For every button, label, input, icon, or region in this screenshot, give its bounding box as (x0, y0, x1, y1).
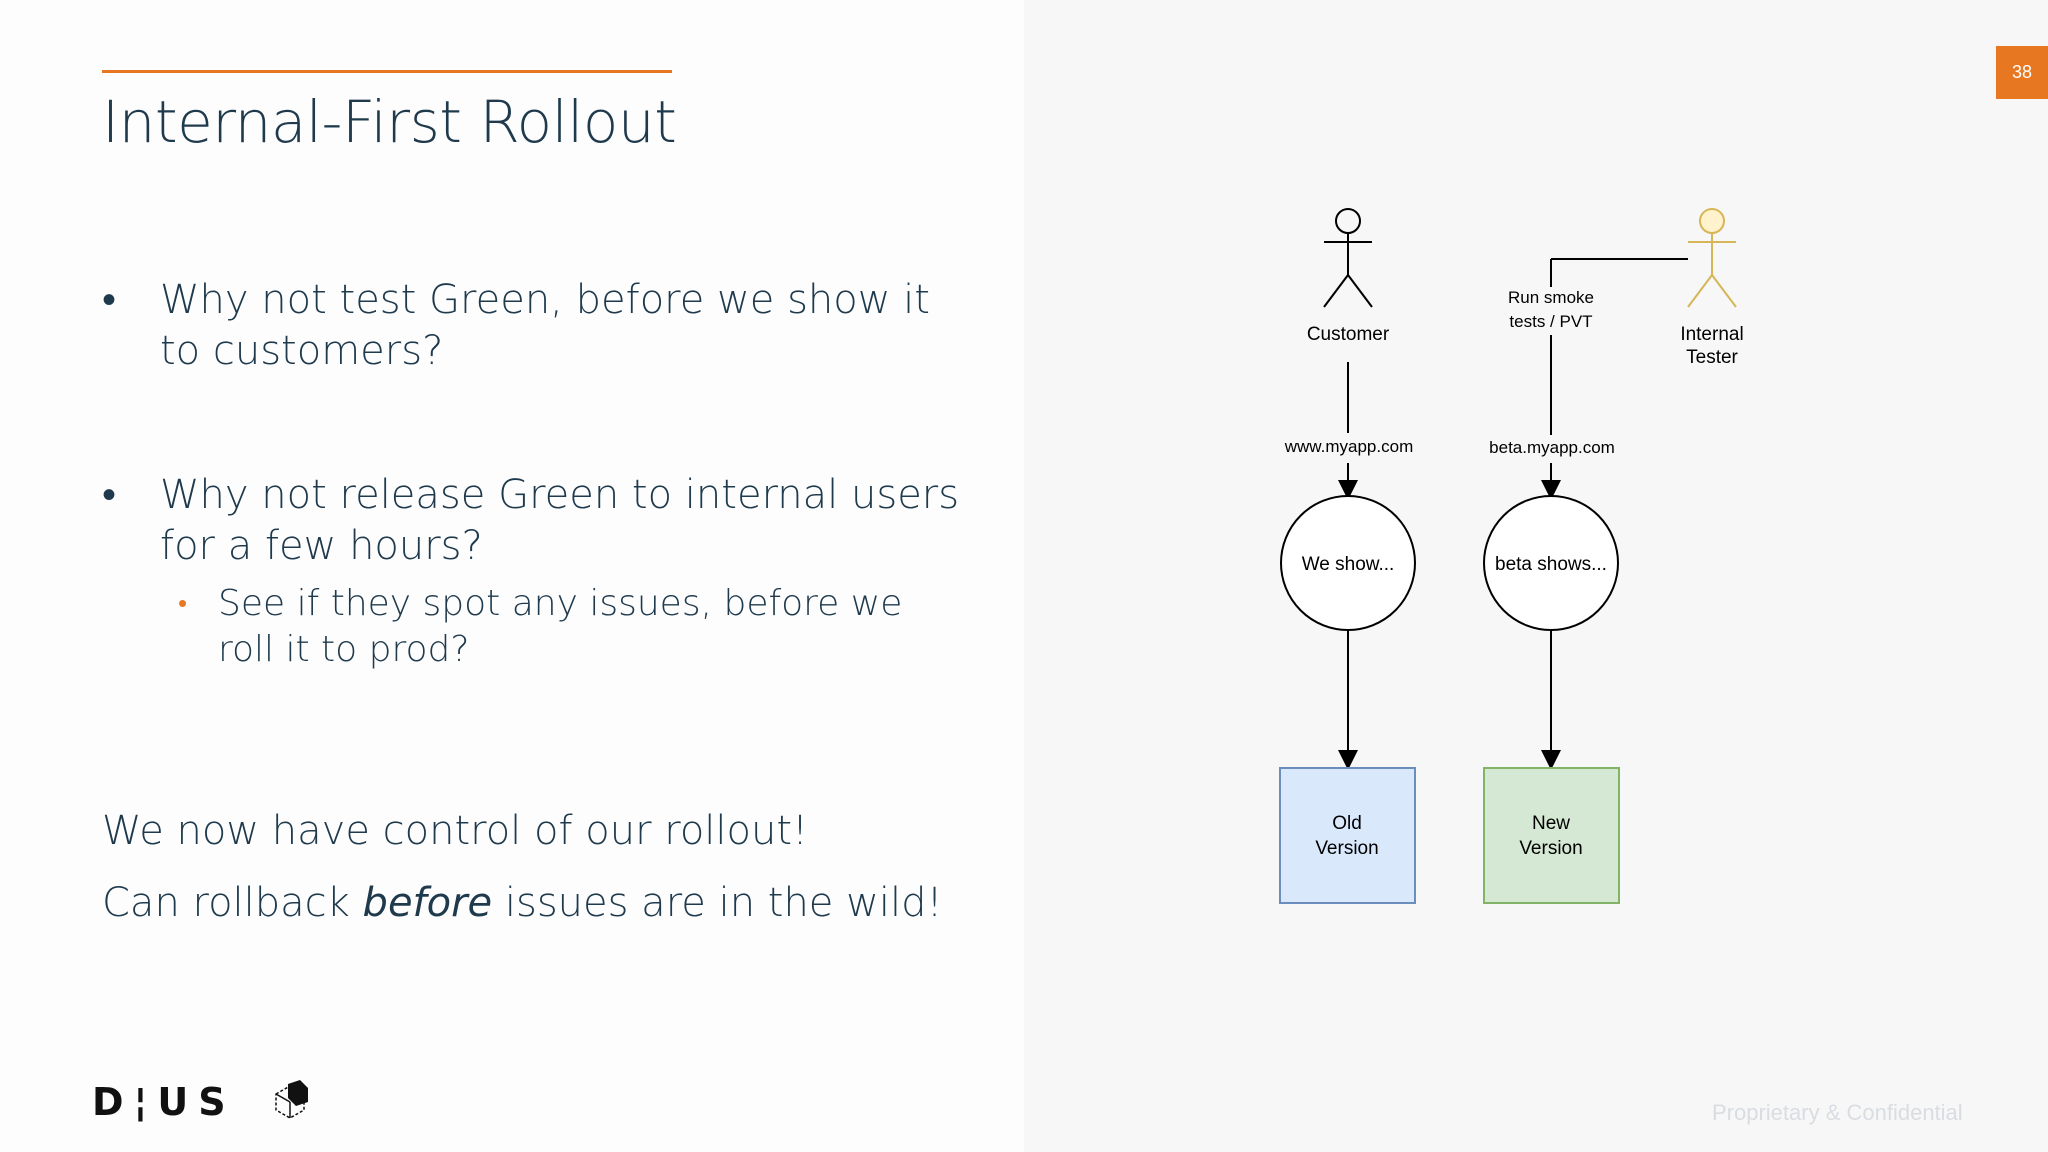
bullet-text: Why not test Green, before we show it to… (160, 275, 960, 377)
old-version-box (1279, 767, 1416, 904)
bullet-marker: • (102, 277, 117, 323)
logo-cube-icon (275, 1080, 308, 1119)
sub-bullet-line: roll it to prod? (218, 629, 470, 670)
bullet-line: Why not test Green, before we show it (160, 277, 930, 323)
customer-actor-icon (1323, 208, 1373, 308)
sub-bullet-marker: • (178, 589, 188, 619)
old-label-line2: Version (1315, 838, 1378, 859)
customer-label: Customer (1307, 324, 1390, 345)
beta-label: beta.myapp.com (1489, 438, 1615, 457)
internal-tester-actor-icon (1687, 208, 1737, 308)
logo-text: D¦US (92, 1080, 236, 1124)
statement-rollback: Can rollback before issues are in the wi… (102, 880, 943, 926)
sub-bullet-line: See if they spot any issues, before we (218, 583, 903, 624)
tester-label-line1: Internal (1680, 324, 1743, 345)
smoke-label-line2: tests / PVT (1509, 312, 1592, 331)
tester-label-line2: Tester (1686, 347, 1738, 368)
new-label-line1: New (1532, 813, 1570, 834)
slide-title: Internal-First Rollout (102, 88, 677, 156)
title-rule (102, 70, 672, 73)
smoke-label-line1: Run smoke (1508, 288, 1594, 307)
old-label-line1: Old (1332, 813, 1362, 834)
www-label: www.myapp.com (1284, 437, 1413, 456)
bullet-line: to customers? (160, 328, 444, 374)
statement-control: We now have control of our rollout! (102, 808, 809, 854)
sub-bullet-text: See if they spot any issues, before we r… (218, 581, 918, 673)
bullet-marker: • (102, 472, 117, 518)
content-panel (0, 0, 1024, 1152)
new-label-line2: Version (1519, 838, 1582, 859)
rollout-diagram: Customer Internal Tester Run smoke tests… (1279, 208, 1744, 904)
new-version-box (1483, 767, 1620, 904)
dius-logo: D¦US (92, 1080, 308, 1124)
footer-confidential: Proprietary & Confidential (1712, 1100, 1963, 1125)
bullet-line: Why not release Green to internal users (160, 472, 960, 518)
we-show-label: We show... (1302, 554, 1395, 575)
bullet-text: Why not release Green to internal users … (160, 470, 960, 572)
page-number-badge: 38 (1996, 46, 2048, 99)
smoke-test-connector (1550, 258, 1688, 435)
bullet-line: for a few hours? (160, 523, 483, 569)
beta-shows-label: beta shows... (1495, 554, 1607, 575)
